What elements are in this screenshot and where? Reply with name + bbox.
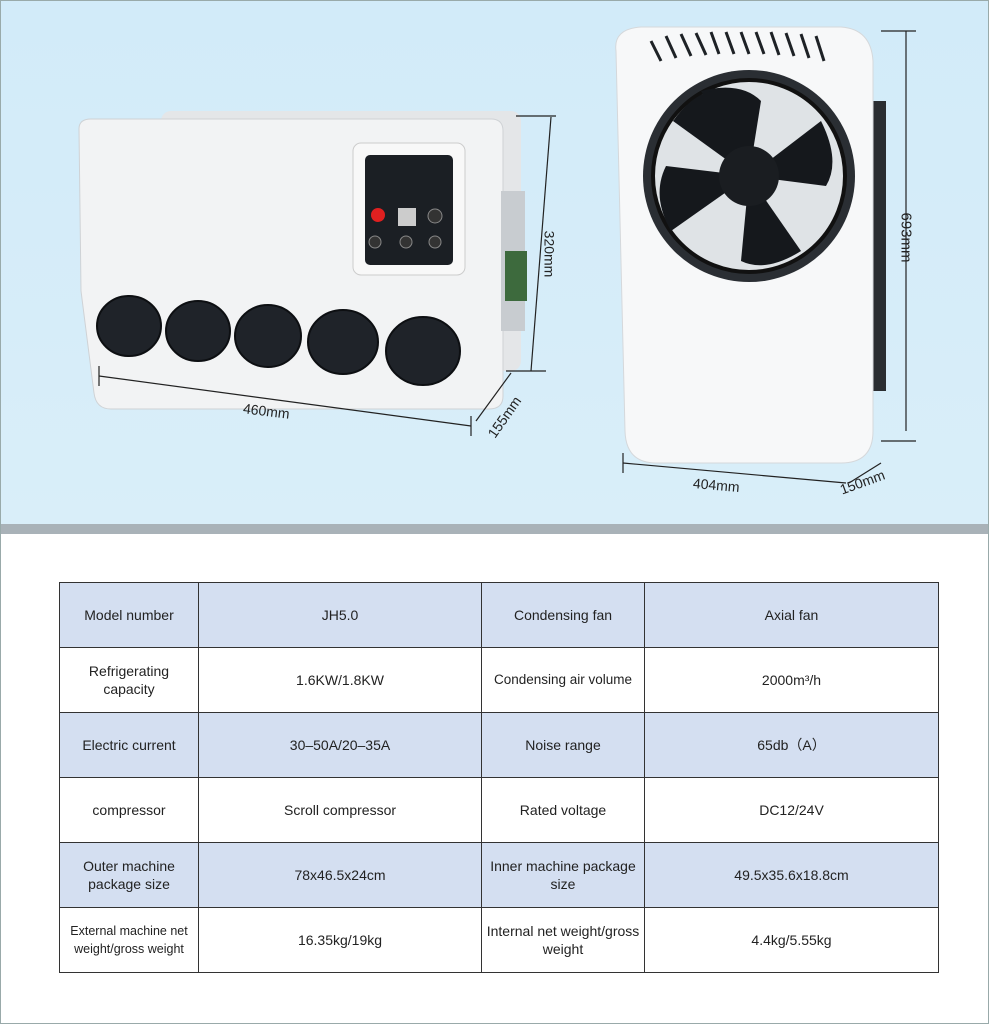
spec-value: Scroll compressor (198, 777, 482, 843)
product-photo-area: 460mm 320mm 155mm 404mm 693mm 150mm (1, 1, 988, 524)
spec-value: 30–50A/20–35A (198, 712, 482, 778)
spec-label: Condensing air volume (481, 647, 645, 713)
outdoor-height-label: 693mm (897, 212, 915, 263)
spec-value: JH5.0 (198, 582, 482, 648)
spec-label: Refrigerating capacity (59, 647, 199, 713)
indoor-unit (78, 111, 527, 410)
spec-label: External machine net weight/gross weight (59, 907, 199, 973)
spec-label: Outer machine package size (59, 842, 199, 908)
spec-value: 78x46.5x24cm (198, 842, 482, 908)
spec-value: 1.6KW/1.8KW (198, 647, 482, 713)
spec-value: 2000m³/h (644, 647, 939, 713)
spec-label: Rated voltage (481, 777, 645, 843)
table-row: Model number JH5.0 Condensing fan Axial … (59, 582, 939, 648)
spec-label: Internal net weight/gross weight (481, 907, 645, 973)
spec-value: 16.35kg/19kg (198, 907, 482, 973)
table-row: compressor Scroll compressor Rated volta… (59, 777, 939, 843)
spec-label: Condensing fan (481, 582, 645, 648)
table-row: Refrigerating capacity 1.6KW/1.8KW Conde… (59, 647, 939, 713)
spec-value: Axial fan (644, 582, 939, 648)
indoor-height-label: 320mm (541, 230, 558, 278)
table-row: Electric current 30–50A/20–35A Noise ran… (59, 712, 939, 778)
spec-label: Noise range (481, 712, 645, 778)
outdoor-unit (615, 26, 886, 464)
spec-label: Electric current (59, 712, 199, 778)
spec-value: DC12/24V (644, 777, 939, 843)
spec-value: 4.4kg/5.55kg (644, 907, 939, 973)
table-row: External machine net weight/gross weight… (59, 907, 939, 973)
table-row: Outer machine package size 78x46.5x24cm … (59, 842, 939, 908)
spec-label: compressor (59, 777, 199, 843)
spec-label: Model number (59, 582, 199, 648)
spec-value: 49.5x35.6x18.8cm (644, 842, 939, 908)
divider-band (1, 524, 988, 534)
spec-label: Inner machine package size (481, 842, 645, 908)
spec-table: Model number JH5.0 Condensing fan Axial … (59, 582, 939, 973)
spec-value: 65db（A） (644, 712, 939, 778)
product-illustration (78, 26, 916, 484)
